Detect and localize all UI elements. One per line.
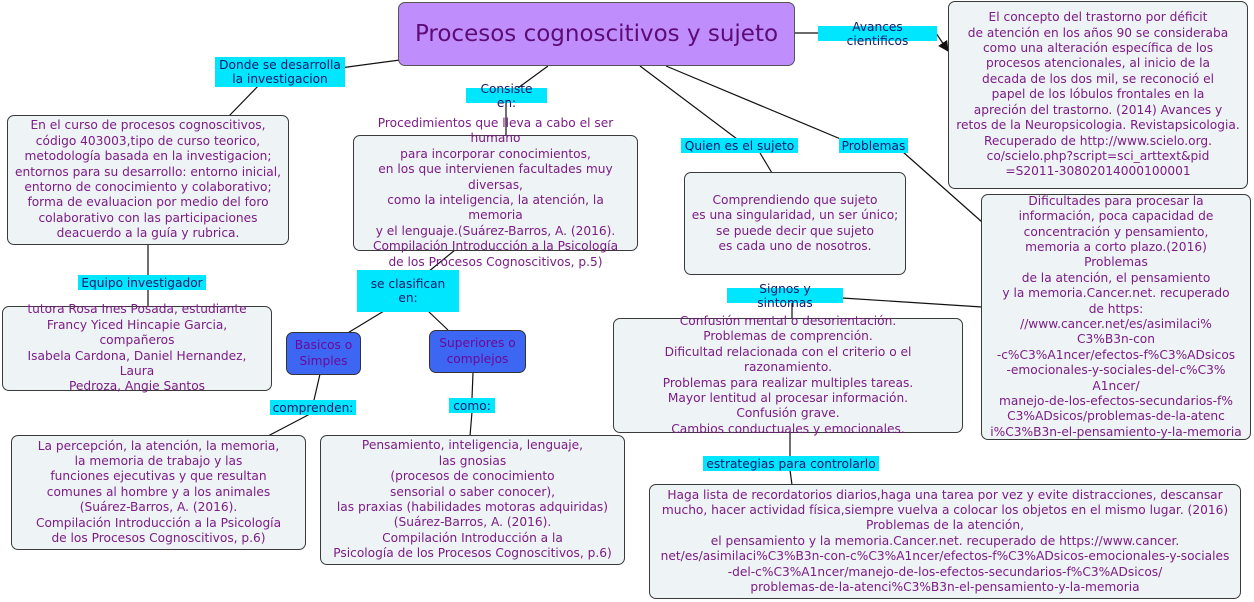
- label-se-clasifican-en[interactable]: se clasifican en:: [357, 270, 459, 312]
- label-consiste-en[interactable]: Consiste en:: [466, 82, 547, 110]
- node-procesos-superiores-detalle[interactable]: Pensamiento, inteligencia, lenguaje, las…: [320, 435, 625, 565]
- node-signos-lista[interactable]: Confusión mental o desorientación. Probl…: [613, 314, 963, 436]
- label-equipo-investigador[interactable]: Equipo investigador: [78, 275, 206, 290]
- label-estrategias-para-controlarlo[interactable]: estrategias para controlarlo: [703, 456, 879, 471]
- label-problemas[interactable]: Problemas: [839, 138, 908, 153]
- root-topic-node[interactable]: Procesos cognoscitivos y sujeto: [398, 2, 795, 66]
- label-donde-se-desarrolla[interactable]: Donde se desarrolla la investigacion: [215, 57, 345, 87]
- node-sujeto-definicion[interactable]: Comprendiendo que sujeto es una singular…: [684, 172, 906, 275]
- label-quien-es-el-sujeto[interactable]: Quien es el sujeto: [681, 138, 798, 153]
- node-procesos-basicos-detalle[interactable]: La percepción, la atención, la memoria, …: [11, 435, 306, 550]
- label-como[interactable]: como:: [449, 398, 495, 413]
- node-superiores-o-complejos[interactable]: Superiores o complejos: [429, 330, 526, 373]
- node-basicos-o-simples[interactable]: Basicos o Simples: [286, 332, 361, 375]
- node-problemas-dificultades[interactable]: Dificultades para procesar la informació…: [981, 194, 1251, 440]
- node-curso-descripcion[interactable]: En el curso de procesos cognoscitivos, c…: [7, 115, 289, 245]
- label-signos-y-sintomas[interactable]: Signos y sintomas: [727, 282, 843, 310]
- node-avances-concepto[interactable]: El concepto del trastorno por déficit de…: [948, 1, 1248, 189]
- node-procedimientos[interactable]: Procedimientos que lleva a cabo el ser h…: [353, 116, 638, 269]
- node-equipo-miembros[interactable]: tutora Rosa Ines Posada, estudiante Fran…: [2, 302, 272, 393]
- label-avances-cientificos[interactable]: Avances cientificos: [818, 20, 937, 48]
- label-comprenden[interactable]: comprenden:: [270, 400, 356, 415]
- node-estrategias-detalle[interactable]: Haga lista de recordatorios diarios,haga…: [649, 484, 1241, 599]
